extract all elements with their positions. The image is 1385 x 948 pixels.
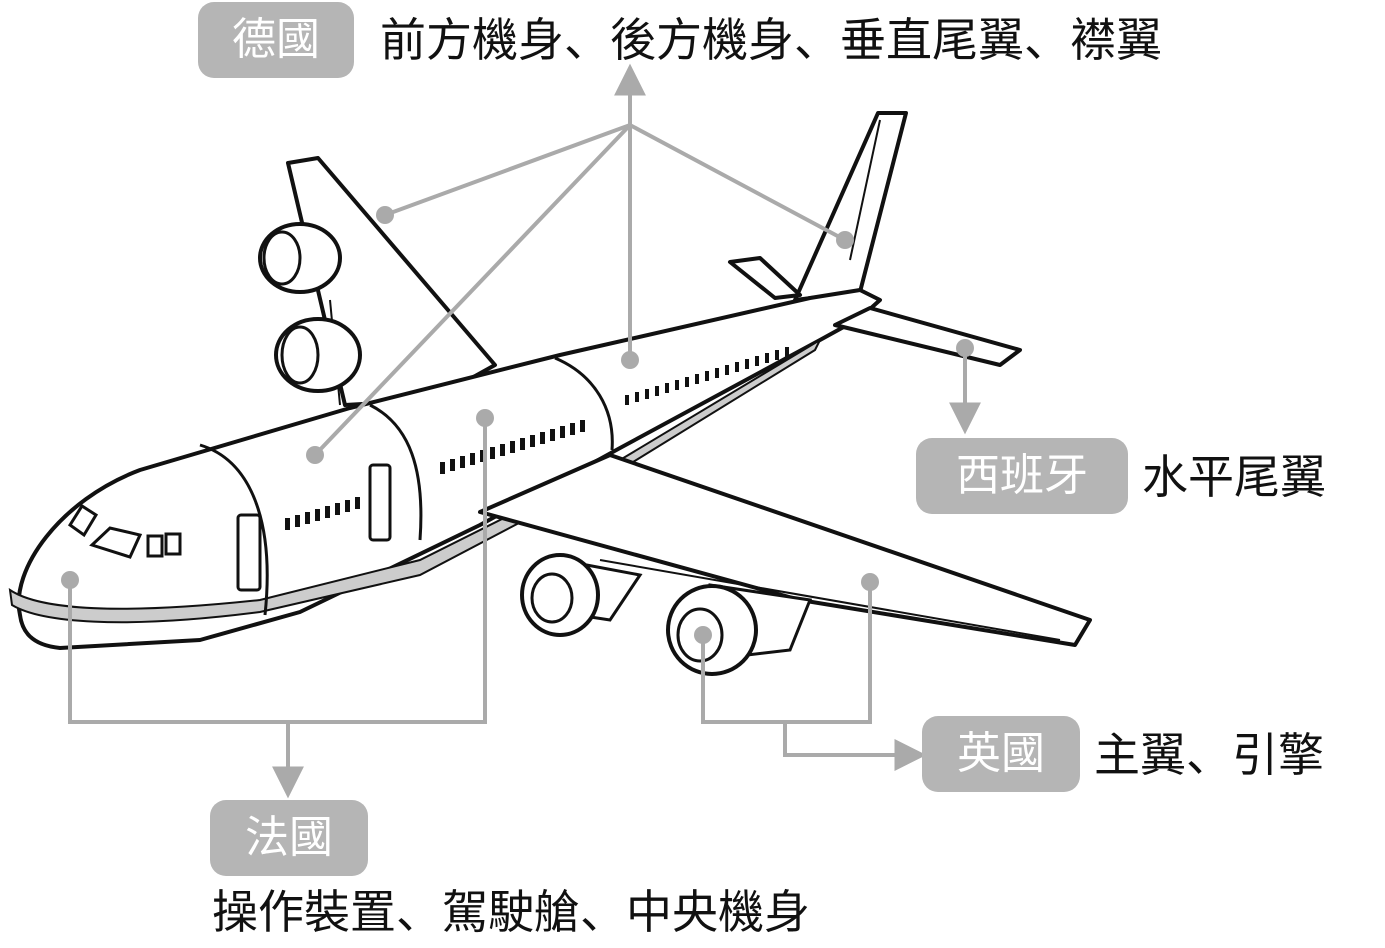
- uk-badge: 英國: [922, 716, 1080, 792]
- spain-badge: 西班牙: [916, 438, 1128, 514]
- spain-parts: 水平尾翼: [1142, 450, 1326, 504]
- main-wing: [478, 453, 1092, 647]
- germany-parts: 前方機身、後方機身、垂直尾翼、襟翼: [380, 13, 1162, 67]
- france-parts: 操作裝置、駕駛艙、中央機身: [212, 885, 810, 939]
- fuselage: [8, 288, 882, 650]
- horizontal-stabilizer: [833, 306, 1022, 367]
- leader-dots: [61, 206, 974, 644]
- uk-parts: 主翼、引擎: [1094, 728, 1324, 782]
- cockpit-windows: [67, 503, 182, 559]
- cabin-windows: [285, 347, 789, 530]
- vertical-tail: [793, 111, 908, 302]
- leader-lines: [68, 63, 981, 799]
- germany-badge: 德國: [198, 2, 354, 78]
- france-badge: 法國: [210, 800, 368, 876]
- near-engines: [520, 553, 813, 676]
- far-engines: [258, 222, 362, 393]
